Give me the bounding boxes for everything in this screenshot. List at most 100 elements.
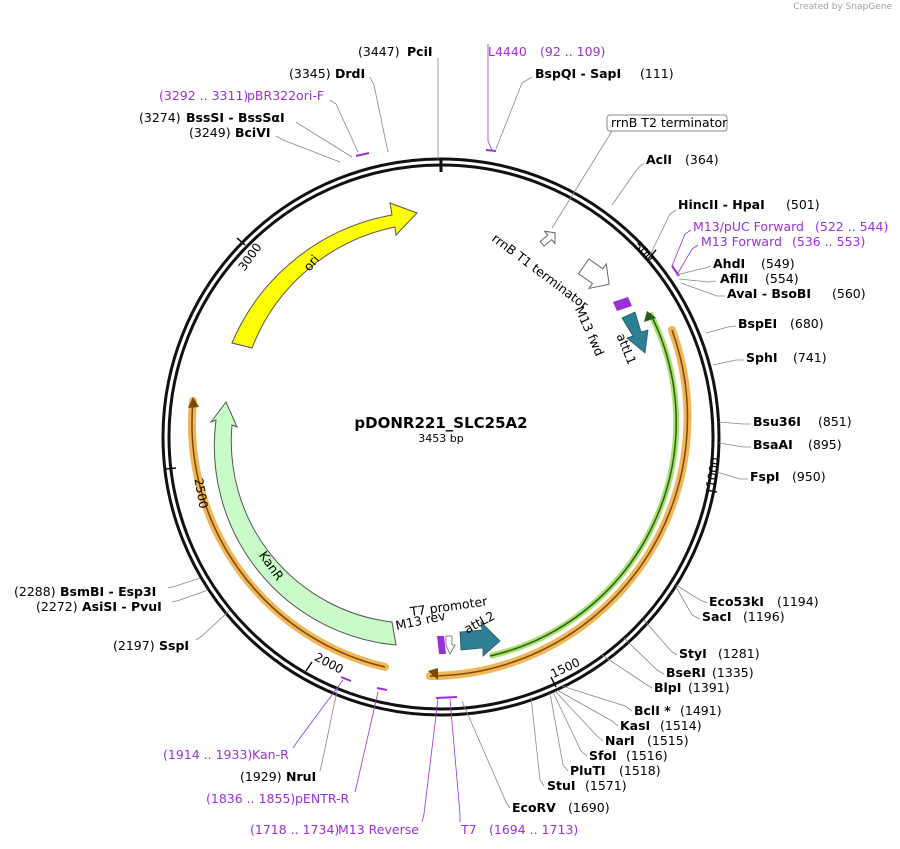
bspei-pos: (680) <box>790 316 824 331</box>
tick-2500: 2500 <box>191 477 210 510</box>
nrui-name: NruI <box>286 769 316 784</box>
drdi-name: DrdI <box>335 66 365 81</box>
bcivi-leader <box>275 135 341 163</box>
rrnb-t1-arrow <box>577 258 610 290</box>
eco53ki-leader <box>675 584 708 604</box>
bsssi-leader <box>295 121 353 158</box>
bseri-pos: (1335) <box>712 665 754 680</box>
saci-name: SacI <box>702 609 732 624</box>
hincii-pos: (501) <box>786 197 820 212</box>
bsmbi-name: BsmBI - Esp3I <box>60 584 156 599</box>
rrnb-t2-label-box <box>606 114 728 132</box>
pluti-leader <box>549 692 569 772</box>
drdi-pos: (3345) <box>289 66 331 81</box>
plasmid-name: pDONR221_SLC25A2 <box>354 414 527 432</box>
m13puc-name: M13/pUC Forward <box>693 219 804 234</box>
sfoi-leader <box>552 691 588 757</box>
tick-3000-mark <box>236 237 246 246</box>
pluti-pos: (1518) <box>619 763 661 778</box>
bsaai-leader <box>718 442 751 448</box>
aflii-pos: (554) <box>765 271 799 286</box>
nari-name: NarI <box>605 733 635 748</box>
saci-pos: (1196) <box>743 609 785 624</box>
blpi-leader <box>601 654 653 689</box>
bsaai-name: BsaAI <box>753 437 793 452</box>
ori-feature-arrow <box>231 202 418 349</box>
nari-leader <box>554 690 604 742</box>
ahdi-pos: (549) <box>761 256 795 271</box>
bsmbi-pos: (2288) <box>14 584 56 599</box>
insert-track-orange-core <box>429 329 689 677</box>
l4440-range: (92 .. 109) <box>540 44 605 59</box>
pluti-name: PluTI <box>570 763 606 778</box>
stui-name: StuI <box>547 778 576 793</box>
bsu36i-pos: (851) <box>818 414 852 429</box>
attl1-arrow <box>621 311 649 354</box>
styi-leader <box>643 619 678 656</box>
bcli-name: BclI * <box>634 703 671 718</box>
l4440-leader <box>487 44 493 151</box>
nrui-leader <box>319 685 339 772</box>
bsu36i-leader <box>718 421 751 425</box>
hincii-leader <box>649 209 677 256</box>
bseri-name: BseRI <box>666 665 706 680</box>
t7-range: (1694 .. 1713) <box>489 822 578 837</box>
sfoi-pos: (1516) <box>626 748 668 763</box>
asisi-name: AsiSI - PvuI <box>82 599 162 614</box>
bsssi-name: BssSI - BssSαI <box>186 110 285 125</box>
pentr-range: (1836 .. 1855) <box>206 791 295 806</box>
bspqi-pos: (111) <box>640 66 674 81</box>
m13-fwd-primer <box>613 297 632 311</box>
bcli-pos: (1491) <box>680 703 722 718</box>
blpi-name: BlpI <box>654 680 681 695</box>
sspi-name: SspI <box>159 638 189 653</box>
bsu36i-name: Bsu36I <box>753 414 801 429</box>
bspei-leader <box>705 325 737 334</box>
bseri-leader <box>623 637 665 675</box>
tick-500: 500 <box>631 239 657 265</box>
kasi-name: KasI <box>620 718 650 733</box>
eco53ki-name: Eco53kI <box>709 594 764 609</box>
eco53ki-pos: (1194) <box>777 594 819 609</box>
kanr-primer-leader <box>292 679 344 749</box>
m13-rev-primer <box>437 636 446 654</box>
acli-leader <box>611 162 645 206</box>
acli-pos: (364) <box>685 152 719 167</box>
t7-promoter-arrow <box>445 635 456 655</box>
t7-name: T7 <box>460 822 477 837</box>
fspi-name: FspI <box>750 469 780 484</box>
aflii-name: AflII <box>720 271 748 286</box>
kanr-primer-range: (1914 .. 1933) <box>163 747 252 762</box>
kasi-pos: (1514) <box>660 718 702 733</box>
kanr-side-track-core <box>191 400 386 668</box>
m13forward-leader <box>677 244 699 274</box>
tick-1500: 1500 <box>548 655 582 681</box>
ecorv-pos: (1690) <box>568 800 610 815</box>
pcii-pos: (3447) <box>358 44 400 59</box>
nari-pos: (1515) <box>647 733 689 748</box>
pentr-ring-mark <box>376 687 388 691</box>
stui-pos: (1571) <box>585 778 627 793</box>
acli-name: AclI <box>646 152 672 167</box>
aflii-leader <box>678 278 717 283</box>
kanr-side-track-arrow <box>188 397 199 408</box>
pentr-name: pENTR-R <box>295 791 350 806</box>
ahdi-name: AhdI <box>713 256 745 271</box>
nrui-pos: (1929) <box>240 769 282 784</box>
pbr322-range: (3292 .. 3311) <box>159 88 248 103</box>
bspei-name: BspEI <box>738 316 777 331</box>
bcli-leader <box>561 685 633 712</box>
bsssi-pos: (3274) <box>139 110 181 125</box>
rrnb-t2-leader <box>551 130 613 229</box>
kanr-primer-ring-mark <box>340 676 352 682</box>
saci-leader <box>675 586 701 620</box>
ahdi-leader <box>675 265 712 276</box>
drdi-leader <box>369 76 389 153</box>
fspi-pos: (950) <box>792 469 826 484</box>
ecorv-name: EcoRV <box>512 800 556 815</box>
bspqi-name: BspQI - SapI <box>535 66 621 81</box>
l4440-ring-mark <box>485 149 497 152</box>
bcivi-name: BciVI <box>235 125 271 140</box>
sspi-leader <box>195 609 231 641</box>
insert-arrow-orange <box>428 668 438 680</box>
